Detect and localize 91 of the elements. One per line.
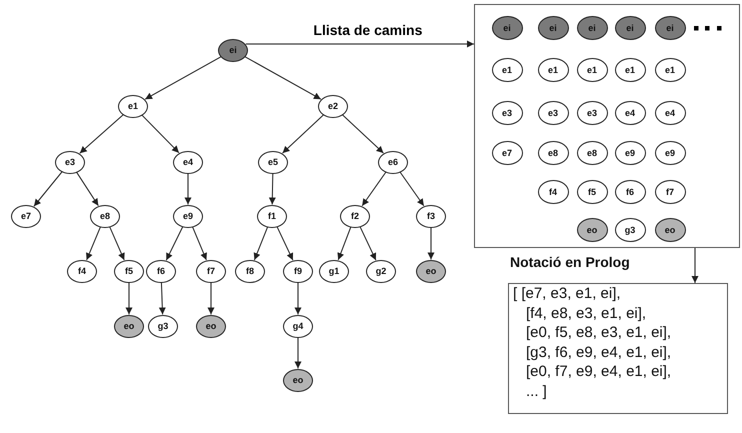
state-node: f5 xyxy=(114,260,144,282)
arrow xyxy=(276,226,294,261)
state-node: g4 xyxy=(283,314,313,338)
arrow xyxy=(192,226,207,261)
state-node: e1 xyxy=(118,94,148,118)
state-node: e3 xyxy=(492,101,522,125)
state-node: f9 xyxy=(283,260,313,282)
state-node: f4 xyxy=(67,260,97,282)
arrow xyxy=(86,226,101,261)
state-node: e1 xyxy=(492,58,522,82)
arrow xyxy=(360,226,376,261)
state-node: eo xyxy=(196,314,226,338)
state-node: ei xyxy=(654,16,686,40)
arrow xyxy=(245,40,474,48)
code-line: [e0, f7, e9, e4, e1, ei], xyxy=(526,363,672,380)
state-node: e4 xyxy=(614,101,646,125)
edge-label: Llista de camins xyxy=(311,22,424,38)
arrow xyxy=(282,114,324,154)
state-node: ei xyxy=(492,16,522,40)
arrow xyxy=(244,56,322,100)
state-node: eo xyxy=(576,218,608,242)
arrow xyxy=(142,114,180,154)
box-heading: Notació en Prolog xyxy=(510,254,630,270)
arrow xyxy=(428,227,434,260)
arrow xyxy=(144,56,222,100)
state-node: f8 xyxy=(235,260,265,282)
state-node: f7 xyxy=(654,180,686,204)
state-node: e2 xyxy=(318,94,348,118)
state-node: f5 xyxy=(576,180,608,204)
arrow xyxy=(126,282,132,315)
arrow xyxy=(254,226,268,260)
state-node: e6 xyxy=(378,150,408,174)
code-line: [ [e7, e3, e1, ei], xyxy=(513,285,621,302)
state-node: ei xyxy=(614,16,646,40)
state-node: e9 xyxy=(654,141,686,165)
arrow xyxy=(166,226,184,261)
state-node: ei xyxy=(576,16,608,40)
state-node: f6 xyxy=(614,180,646,204)
state-node: g1 xyxy=(319,260,349,282)
state-node: e4 xyxy=(173,150,203,174)
state-node: g2 xyxy=(366,260,396,282)
state-node: e7 xyxy=(492,141,522,165)
state-node: e4 xyxy=(654,101,686,125)
state-node: eo xyxy=(416,260,446,282)
state-node: e3 xyxy=(55,150,85,174)
state-node: e9 xyxy=(173,204,203,228)
path-list-panel xyxy=(474,4,740,248)
state-node: f4 xyxy=(538,180,568,204)
state-node: eo xyxy=(654,218,686,242)
state-node: e5 xyxy=(258,150,288,174)
arrow xyxy=(692,248,698,284)
state-node: f7 xyxy=(196,260,226,282)
state-node: f6 xyxy=(146,260,176,282)
arrow xyxy=(208,282,214,315)
code-line: [f4, e8, e3, e1, ei], xyxy=(526,304,646,322)
arrow xyxy=(79,114,124,154)
state-node: e7 xyxy=(11,204,41,228)
state-node: e8 xyxy=(90,204,120,228)
arrow xyxy=(33,171,63,207)
arrow xyxy=(400,172,424,206)
arrow xyxy=(158,282,166,315)
arrow xyxy=(362,172,386,206)
state-node: ei xyxy=(538,16,568,40)
state-node: f3 xyxy=(416,204,446,228)
arrow xyxy=(294,337,302,369)
state-node: f2 xyxy=(340,204,370,228)
state-node: eo xyxy=(283,368,313,392)
state-node: f1 xyxy=(257,204,287,228)
state-node: e1 xyxy=(538,58,568,82)
state-node: e1 xyxy=(614,58,646,82)
state-node: e1 xyxy=(576,58,608,82)
state-node: g3 xyxy=(148,314,178,338)
state-node: eo xyxy=(114,314,144,338)
arrow xyxy=(337,226,352,260)
state-node: e8 xyxy=(576,141,608,165)
state-node: ei xyxy=(218,38,248,62)
state-node: e1 xyxy=(654,58,686,82)
state-node: e3 xyxy=(576,101,608,125)
arrow xyxy=(294,282,302,315)
arrow xyxy=(184,173,192,205)
code-line: [e0, f5, e8, e3, e1, ei], xyxy=(526,324,672,341)
arrow xyxy=(76,172,99,206)
state-node: e9 xyxy=(614,141,646,165)
arrow xyxy=(268,173,276,205)
state-node: e3 xyxy=(538,101,568,125)
state-node: e8 xyxy=(538,141,568,165)
state-node: g3 xyxy=(614,218,646,242)
code-line: ... ] xyxy=(526,382,547,400)
code-line: [g3, f6, e9, e4, e1, ei], xyxy=(526,344,672,360)
arrow xyxy=(109,226,125,261)
arrow xyxy=(342,114,384,154)
